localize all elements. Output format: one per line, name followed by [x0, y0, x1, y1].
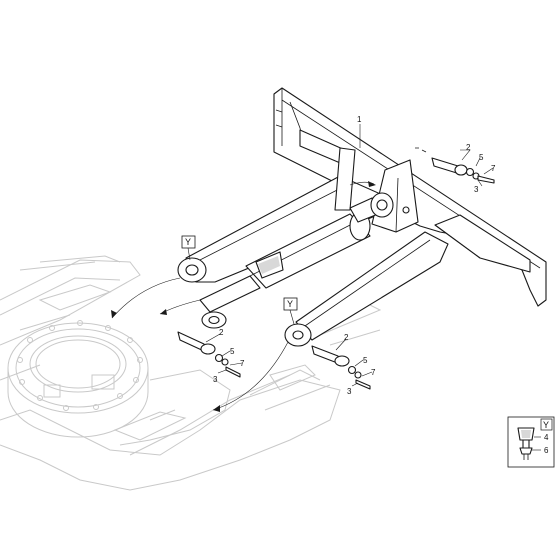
svg-text:Y: Y: [287, 299, 293, 309]
detail-callout-4: 4: [544, 433, 549, 442]
callout-7-top: 7: [491, 164, 496, 173]
hardware-low: [311, 345, 371, 390]
callout-2-top: 2: [466, 143, 471, 152]
callout-2-low: 2: [344, 333, 349, 342]
callout-5-top: 5: [479, 153, 484, 162]
callout-1: 1: [357, 115, 362, 124]
detail-box-y: Y 4 6: [507, 416, 555, 468]
hydraulic-cylinder: [199, 197, 379, 329]
callout-numbers: 1 2 5 7 3 2 5 7 3 2 5 7 3: [213, 115, 496, 396]
svg-text:Y: Y: [185, 237, 191, 247]
hardware-top: [431, 157, 495, 184]
callout-2-mid: 2: [219, 328, 224, 337]
view-tag-right: Y: [283, 297, 298, 325]
hardware-mid: [177, 331, 241, 378]
callout-3-low: 3: [347, 387, 352, 396]
undercarriage-outline: [0, 255, 382, 491]
pivot-eyes: [177, 192, 410, 347]
callout-5-mid: 5: [230, 347, 235, 356]
callout-7-mid: 7: [240, 359, 245, 368]
callout-7-low: 7: [371, 368, 376, 377]
view-tag-left: Y: [181, 235, 196, 261]
callout-leaders: [205, 124, 494, 387]
svg-text:Y: Y: [543, 420, 549, 430]
callout-3-top: 3: [474, 185, 479, 194]
callout-3-mid: 3: [213, 375, 218, 384]
motion-arrows: [111, 181, 376, 412]
callout-5-low: 5: [363, 356, 368, 365]
detail-callout-6: 6: [544, 446, 549, 455]
